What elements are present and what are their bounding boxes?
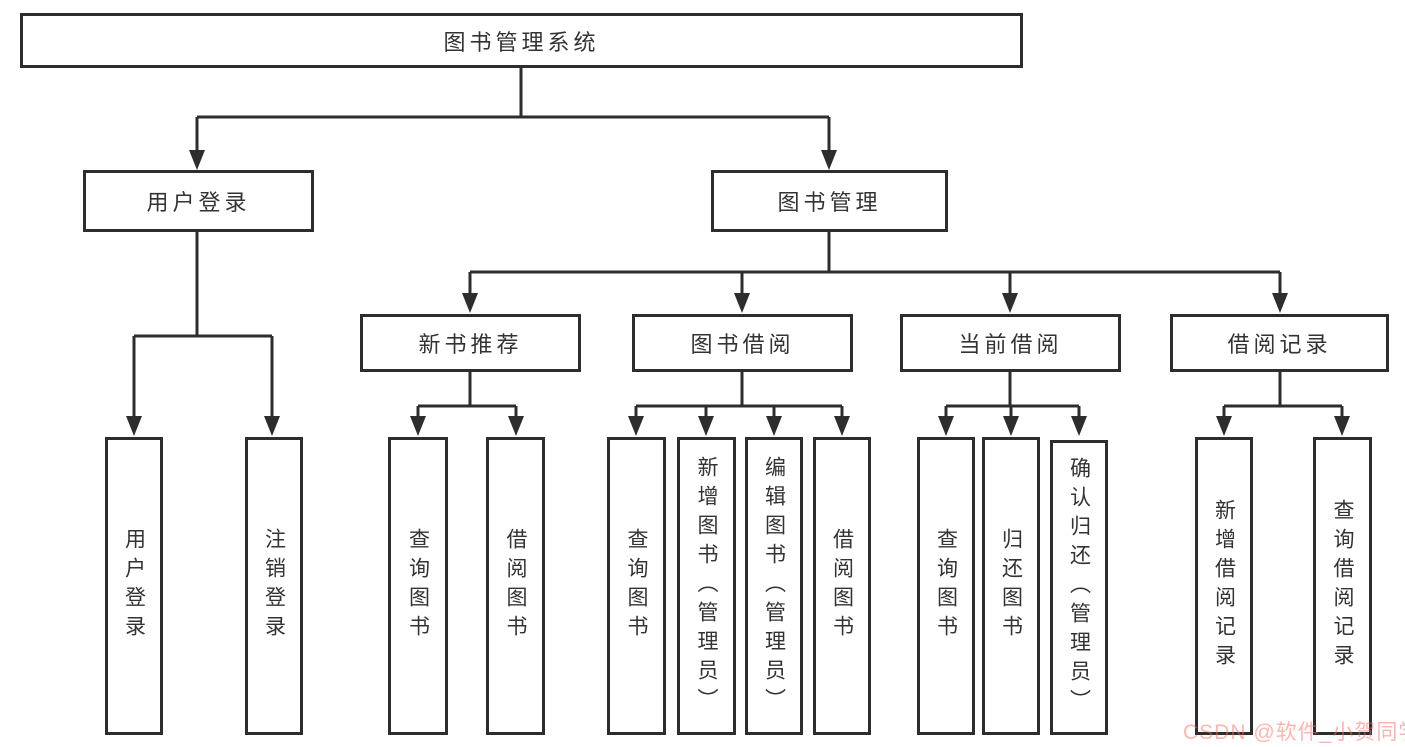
node-borrow-records: 借阅记录 — [1170, 314, 1389, 372]
node-label: 用户登录 — [146, 190, 251, 215]
node-label: 查询图书 — [934, 528, 958, 644]
leaf-current-confirm-return-admin: 确认归还（管理员） — [1050, 440, 1108, 735]
leaf-borrow-query-book: 查询图书 — [607, 437, 666, 735]
leaf-record-add-record: 新增借阅记录 — [1195, 437, 1253, 735]
leaf-current-return-book: 归还图书 — [982, 437, 1040, 735]
node-user-login: 用户登录 — [83, 170, 314, 232]
leaf-borrow-borrow-book: 借阅图书 — [813, 437, 871, 735]
node-label: 借阅记录 — [1227, 332, 1332, 357]
leaf-record-query-record: 查询借阅记录 — [1313, 437, 1372, 735]
node-book-management: 图书管理 — [711, 170, 948, 232]
node-label: 图书管理 — [777, 190, 882, 215]
node-label: 查询图书 — [406, 528, 430, 644]
node-label: 借阅图书 — [830, 528, 854, 644]
leaf-borrow-add-book-admin: 新增图书（管理员） — [677, 437, 736, 735]
node-label: 图书管理系统 — [443, 29, 600, 55]
node-label: 查询借阅记录 — [1331, 499, 1354, 673]
leaf-user-login: 用户登录 — [105, 437, 163, 735]
node-label: 图书借阅 — [690, 332, 795, 357]
node-new-book-recommend: 新书推荐 — [360, 314, 581, 372]
node-label: 新增图书（管理员） — [695, 455, 718, 717]
leaf-borrow-edit-book-admin: 编辑图书（管理员） — [745, 437, 803, 735]
node-label: 新书推荐 — [418, 332, 523, 357]
node-label: 归还图书 — [999, 528, 1023, 644]
node-current-borrow: 当前借阅 — [900, 314, 1121, 372]
node-label: 编辑图书（管理员） — [762, 455, 786, 717]
csdn-watermark: CSDN @软件_小贺同学 — [1183, 721, 1405, 744]
node-library-system: 图书管理系统 — [20, 13, 1023, 68]
node-label: 注销登录 — [262, 528, 286, 644]
node-label: 用户登录 — [122, 528, 146, 644]
node-label: 查询图书 — [625, 528, 648, 644]
node-book-borrow: 图书借阅 — [632, 314, 853, 372]
leaf-current-query-book: 查询图书 — [917, 437, 975, 735]
node-label: 当前借阅 — [958, 332, 1063, 357]
node-label: 确认归还（管理员） — [1067, 457, 1091, 718]
node-label: 借阅图书 — [504, 528, 527, 644]
leaf-newrec-borrow-book: 借阅图书 — [486, 437, 545, 735]
leaf-logout: 注销登录 — [245, 437, 303, 735]
leaf-newrec-query-book: 查询图书 — [388, 437, 448, 735]
node-label: 新增借阅记录 — [1212, 499, 1236, 673]
